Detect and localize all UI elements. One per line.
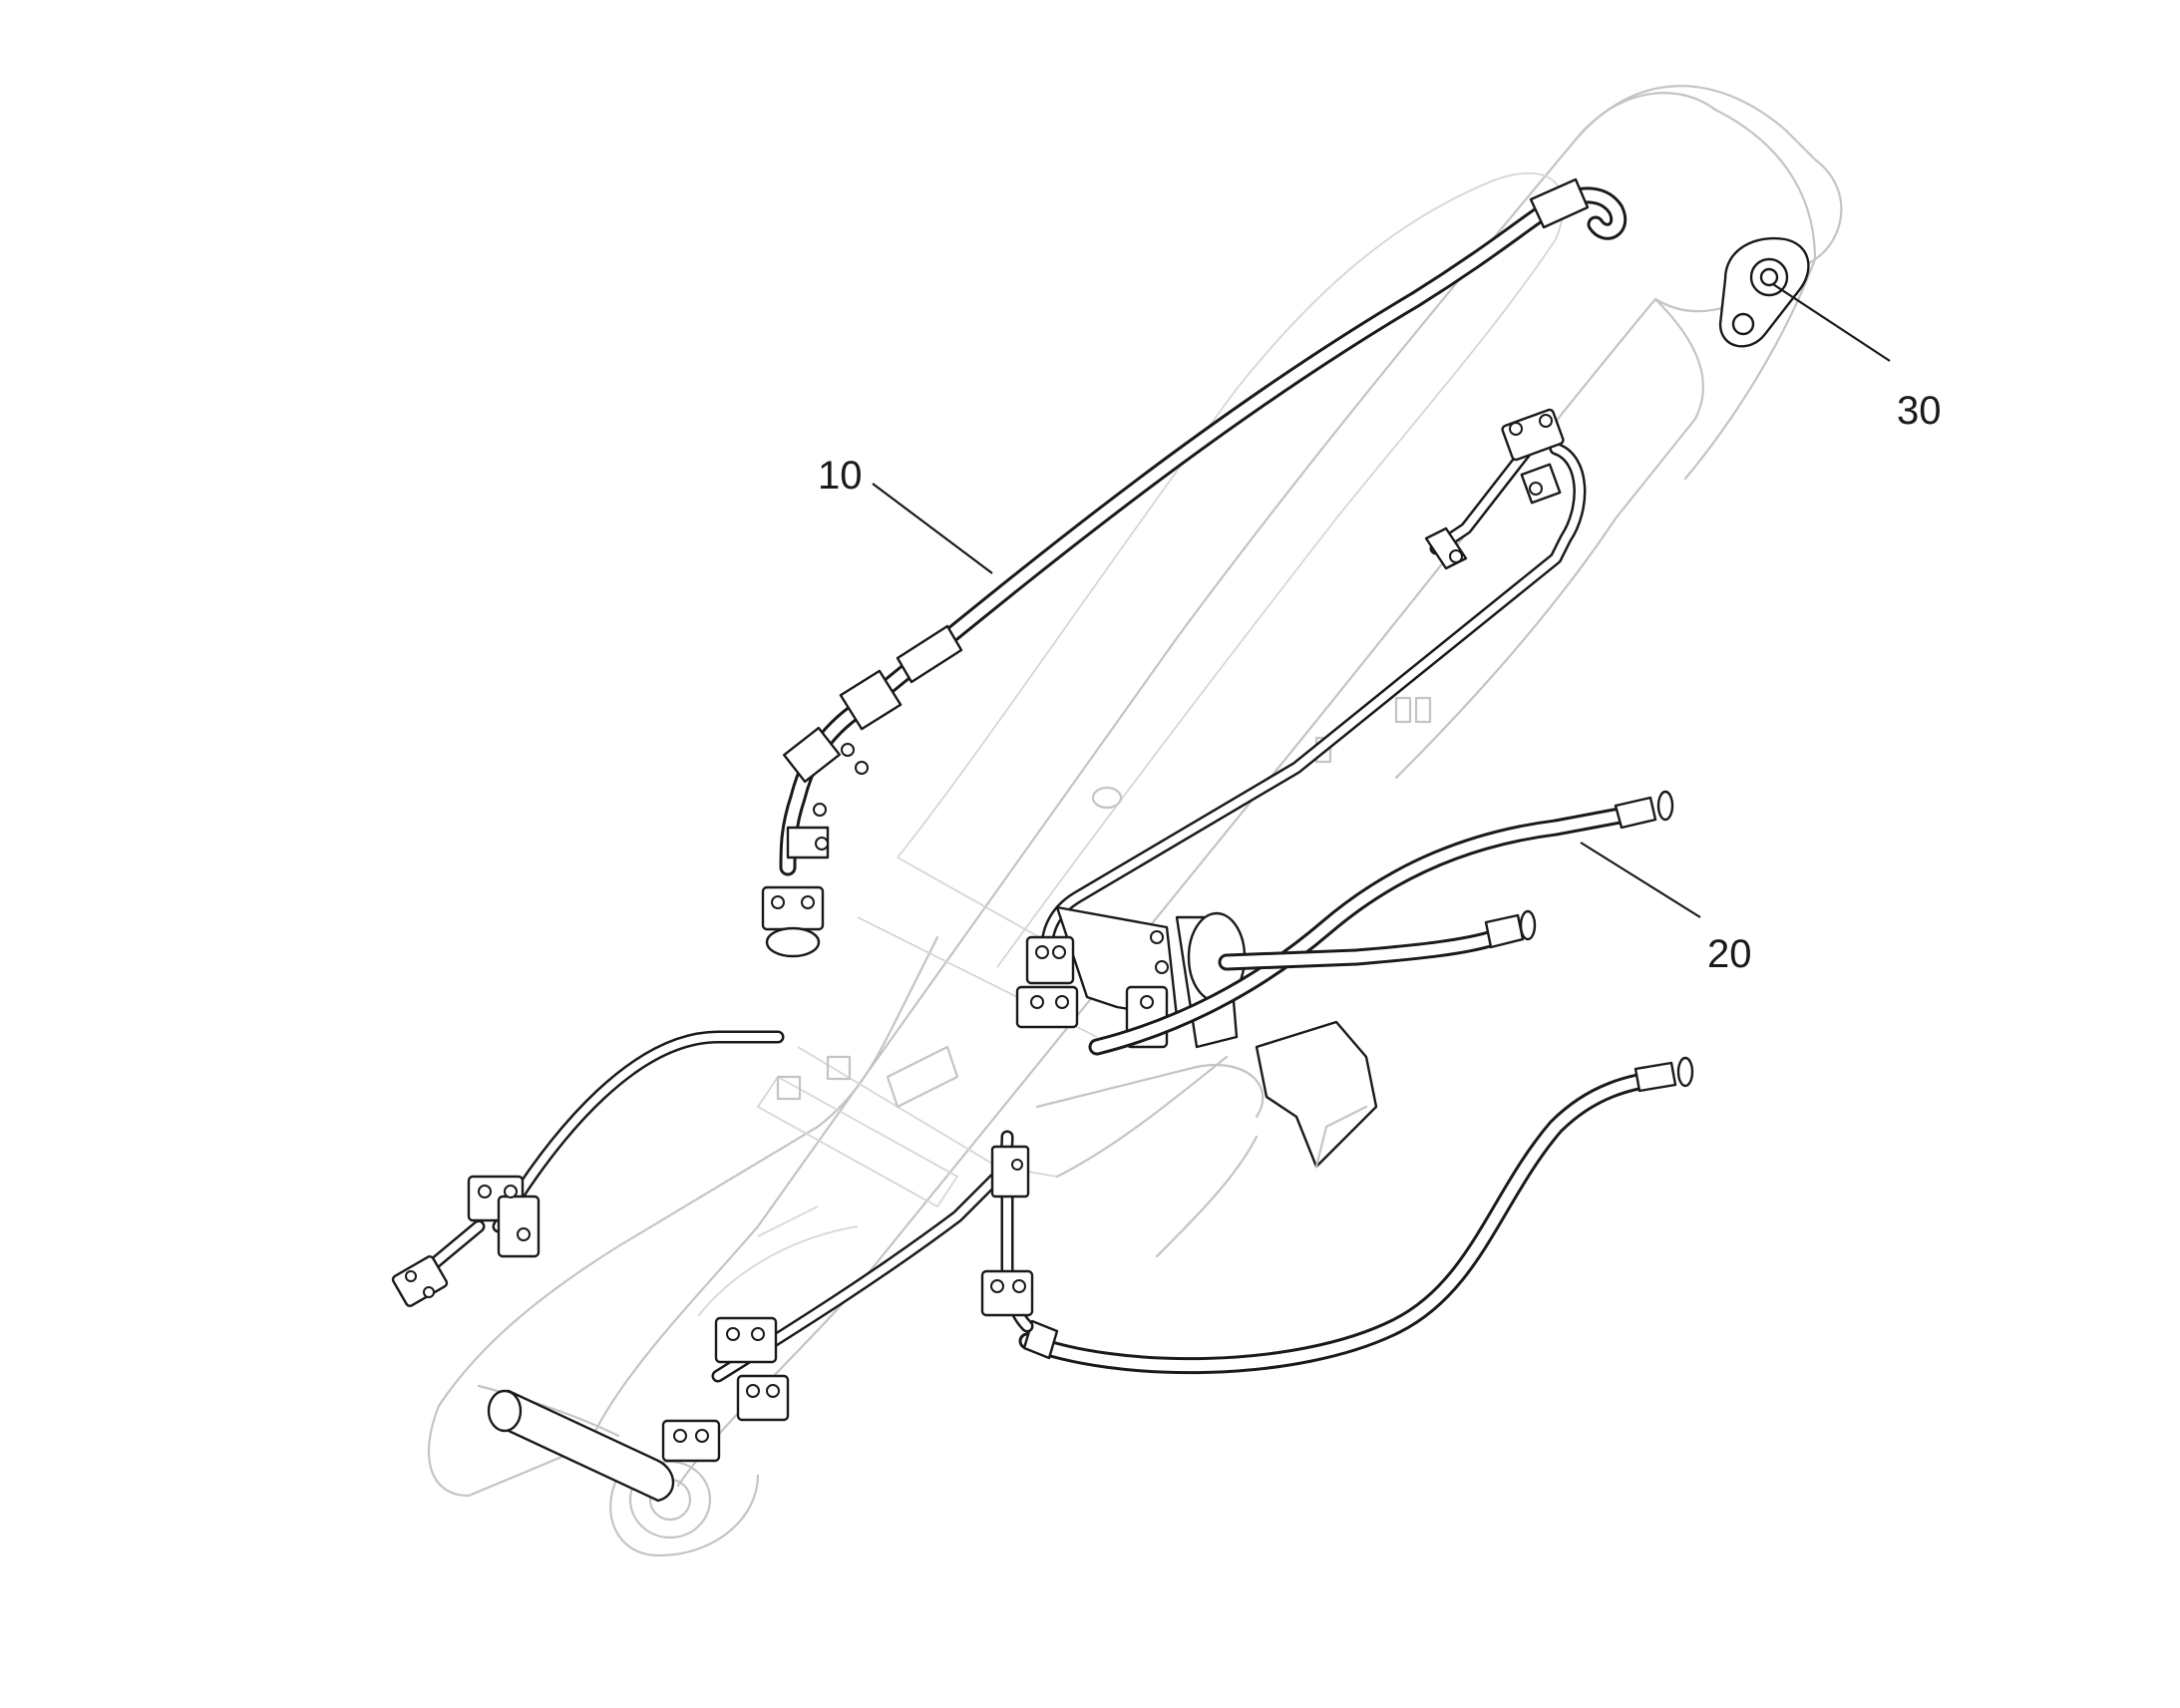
leader-30 [1772,283,1891,362]
leader-lines [872,283,1891,918]
tip-bracket-30 [1718,236,1810,348]
cross-shaft [487,1389,675,1503]
leader-10 [872,483,993,574]
callout-10: 10 [818,454,863,498]
leader-20 [1580,842,1701,918]
boom-pipe-right [1040,408,1587,974]
hose-assembly-10 [761,177,1627,958]
lower-pipe-loop [391,1030,1034,1463]
callout-20: 20 [1707,932,1752,976]
callout-30: 30 [1897,389,1942,433]
hose-assembly-20 [1018,790,1694,1375]
center-bracket [1015,905,1378,1169]
